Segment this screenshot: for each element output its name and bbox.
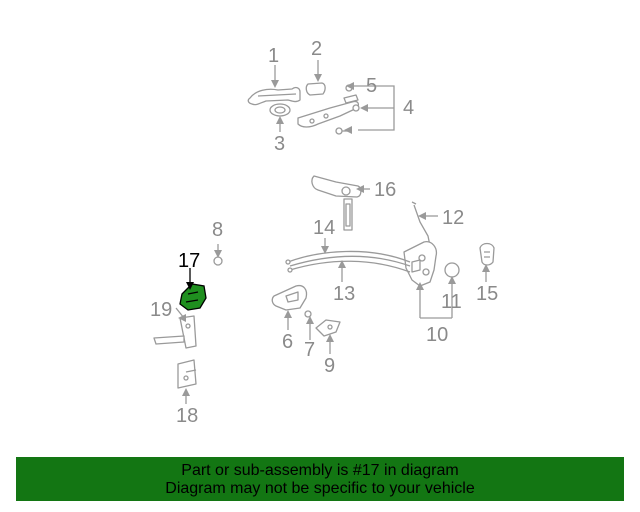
callout-19: 19 (150, 299, 172, 321)
callout-4: 4 (403, 97, 414, 119)
part-17-highlighted-part (179, 283, 207, 311)
part-16-lock-cylinder (311, 175, 362, 231)
callout-labels: 1 2 3 4 5 6 7 8 9 10 11 12 13 14 15 16 1… (150, 38, 498, 427)
part-7-screw (304, 310, 312, 318)
part-info-banner: Part or sub-assembly is #17 in diagram D… (16, 457, 624, 501)
callout-6: 6 (282, 331, 293, 353)
callout-3: 3 (274, 133, 285, 155)
banner-line-part-number: Part or sub-assembly is #17 in diagram (181, 462, 459, 479)
part-9-bracket (315, 319, 341, 337)
leader-lines (175, 60, 490, 404)
part-19-door-check (153, 315, 197, 349)
part-1-outside-handle (247, 86, 301, 106)
callout-9: 9 (324, 355, 335, 377)
callout-5: 5 (366, 75, 377, 97)
callout-15: 15 (476, 283, 498, 305)
part-6-inside-handle (271, 284, 308, 311)
callout-13: 13 (333, 283, 355, 305)
callout-7: 7 (304, 339, 315, 361)
callout-8: 8 (212, 219, 223, 241)
callout-14: 14 (313, 217, 335, 239)
part-10-door-lock-assembly (403, 241, 438, 287)
banner-line-disclaimer: Diagram may not be specific to your vehi… (165, 480, 475, 497)
callout-16: 16 (374, 179, 396, 201)
part-13-14-cables (285, 250, 411, 273)
part-3-escutcheon (269, 103, 291, 117)
callout-12: 12 (442, 207, 464, 229)
callout-1: 1 (268, 45, 279, 67)
part-11-grommet (444, 262, 460, 278)
part-8-clip (213, 256, 223, 266)
part-15-lock-cover (479, 242, 495, 266)
callout-10: 10 (426, 324, 448, 346)
part-12-control-rod (411, 201, 431, 247)
callout-17-highlighted: 17 (178, 250, 200, 272)
part-18-hinge (177, 359, 197, 389)
callout-18: 18 (176, 405, 198, 427)
callout-11: 11 (441, 291, 462, 313)
part-2-handle-cap (305, 82, 326, 96)
part-4-handle-frame (297, 94, 359, 128)
callout-2: 2 (311, 38, 322, 60)
